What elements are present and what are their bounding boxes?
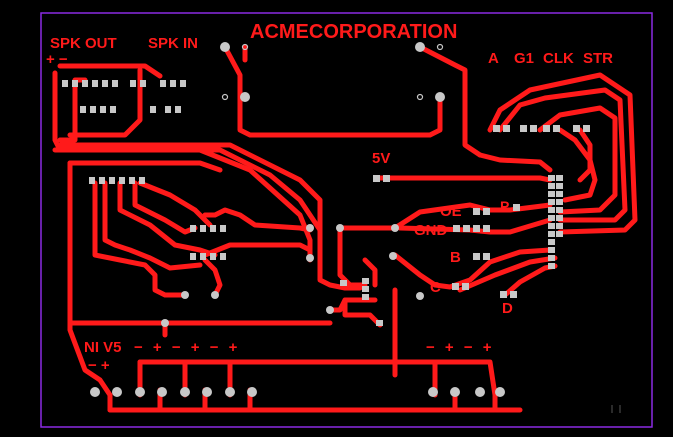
label-c: C	[430, 279, 441, 296]
label-spk-in: SPK IN	[148, 35, 198, 52]
label-ni-v5: NI V5	[84, 339, 122, 356]
round-pads	[90, 42, 505, 397]
label-pairs-left: − + − + − +	[134, 339, 240, 356]
smd-pads	[62, 80, 590, 326]
label-g1: G1	[514, 50, 534, 67]
label-5v: 5V	[372, 150, 390, 167]
board-title: ACMECORPORATION	[250, 21, 457, 43]
label-pairs-right: − + − +	[426, 339, 495, 356]
board-outline	[40, 12, 653, 428]
label-spk-out: SPK OUT	[50, 35, 117, 52]
label-gnd: GND	[414, 222, 448, 239]
label-spk-out-polarity: + −	[46, 51, 68, 68]
label-a: A	[488, 50, 499, 67]
label-p: P	[500, 198, 509, 214]
label-clk: CLK	[543, 50, 574, 67]
label-str: STR	[583, 50, 613, 67]
label-power-polarity: − +	[88, 357, 110, 374]
label-oe: OE	[440, 203, 462, 220]
label-b: B	[450, 249, 461, 266]
label-d: D	[502, 300, 513, 317]
tiny-marker	[611, 405, 621, 413]
